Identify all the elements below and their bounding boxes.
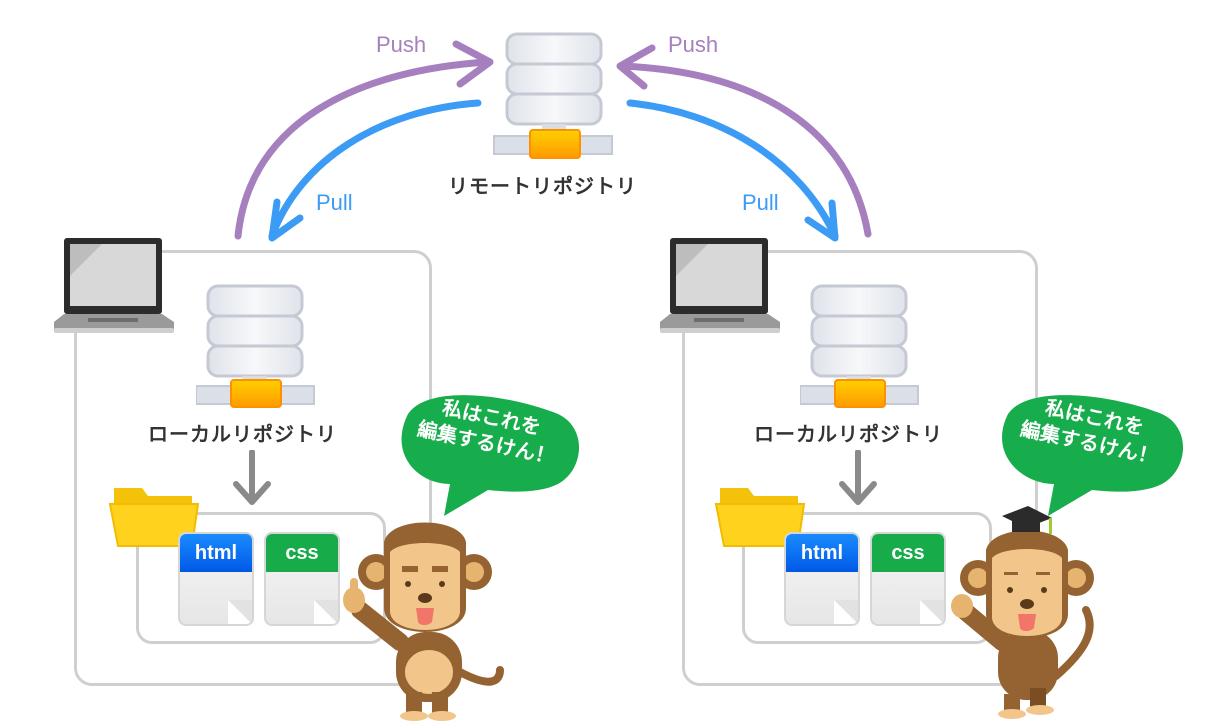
pull-label-right: Pull [742, 190, 779, 215]
speech-bubble-right [1002, 395, 1184, 516]
folder-icon [714, 488, 806, 547]
remote-repository-label: リモートリポジトリ [448, 174, 637, 198]
push-arrow-left [234, 58, 492, 240]
down-arrow-icon [233, 450, 271, 505]
push-arrow-right [618, 62, 872, 238]
monkey-character-left [343, 522, 504, 721]
local-server-icon-right [799, 284, 926, 408]
html-file-label: html [180, 534, 252, 572]
pull-arrow-right-head [804, 199, 839, 242]
laptop-icon [658, 236, 782, 338]
pull-arrow-right [626, 99, 839, 240]
push-label-right: Push [668, 32, 719, 57]
down-arrow-icon [839, 450, 877, 505]
local-server-icon-left [195, 284, 322, 408]
push-label-left: Push [376, 32, 427, 57]
html-file-label: html [786, 534, 858, 572]
pull-arrow-left-head [268, 198, 304, 242]
remote-server-icon [490, 30, 630, 162]
local-repository-label-left: ローカルリポジトリ [148, 422, 337, 446]
push-arrow-right-head [616, 44, 656, 90]
pull-arrow-left [268, 99, 482, 240]
pull-label-left: Pull [316, 190, 353, 215]
speech-bubble-left [401, 395, 580, 516]
css-file-label: css [266, 534, 338, 572]
local-repository-label-right: ローカルリポジトリ [754, 422, 943, 446]
css-file-label: css [872, 534, 944, 572]
css-file-icon: css [264, 532, 340, 626]
html-file-icon: html [178, 532, 254, 626]
html-file-icon: html [784, 532, 860, 626]
push-arrow-left-head [452, 40, 494, 88]
laptop-icon [52, 236, 176, 338]
monkey-character-right [951, 506, 1094, 719]
css-file-icon: css [870, 532, 946, 626]
